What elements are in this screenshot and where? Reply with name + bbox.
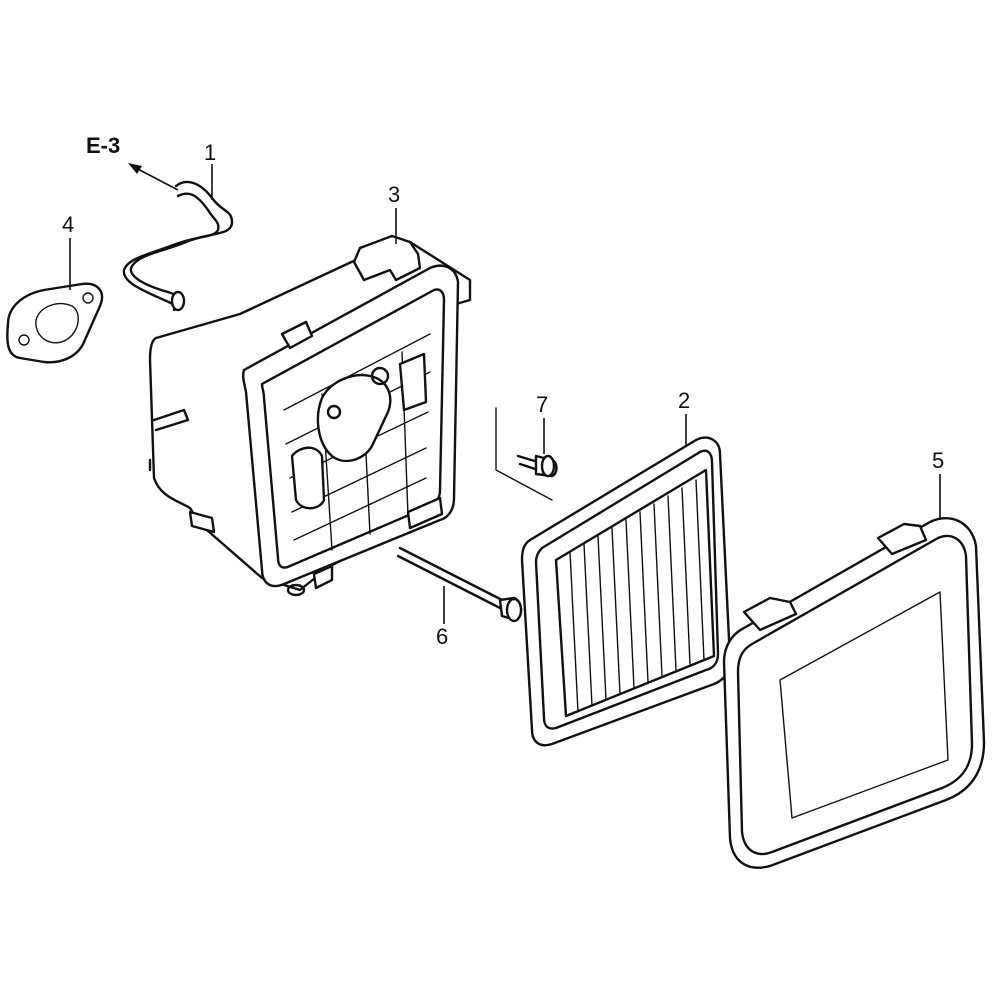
reference-arrow	[128, 163, 179, 191]
long-bolt-part	[396, 546, 523, 623]
callout-6: 6	[436, 624, 448, 649]
callout-1: 1	[204, 140, 216, 165]
callout-5: 5	[932, 448, 944, 473]
gasket-part	[6, 282, 104, 364]
air-cleaner-case-part	[148, 234, 472, 597]
callout-3: 3	[388, 182, 400, 207]
air-cleaner-cover-part	[722, 517, 986, 869]
breather-tube-part	[122, 180, 234, 312]
flange-bolt-part	[495, 407, 558, 501]
reference-label: E-3	[86, 133, 120, 158]
filter-pleats	[569, 479, 705, 713]
air-filter-element-part	[520, 436, 732, 747]
callout-2: 2	[678, 388, 690, 413]
callout-4: 4	[62, 212, 74, 237]
callout-7: 7	[536, 392, 548, 417]
